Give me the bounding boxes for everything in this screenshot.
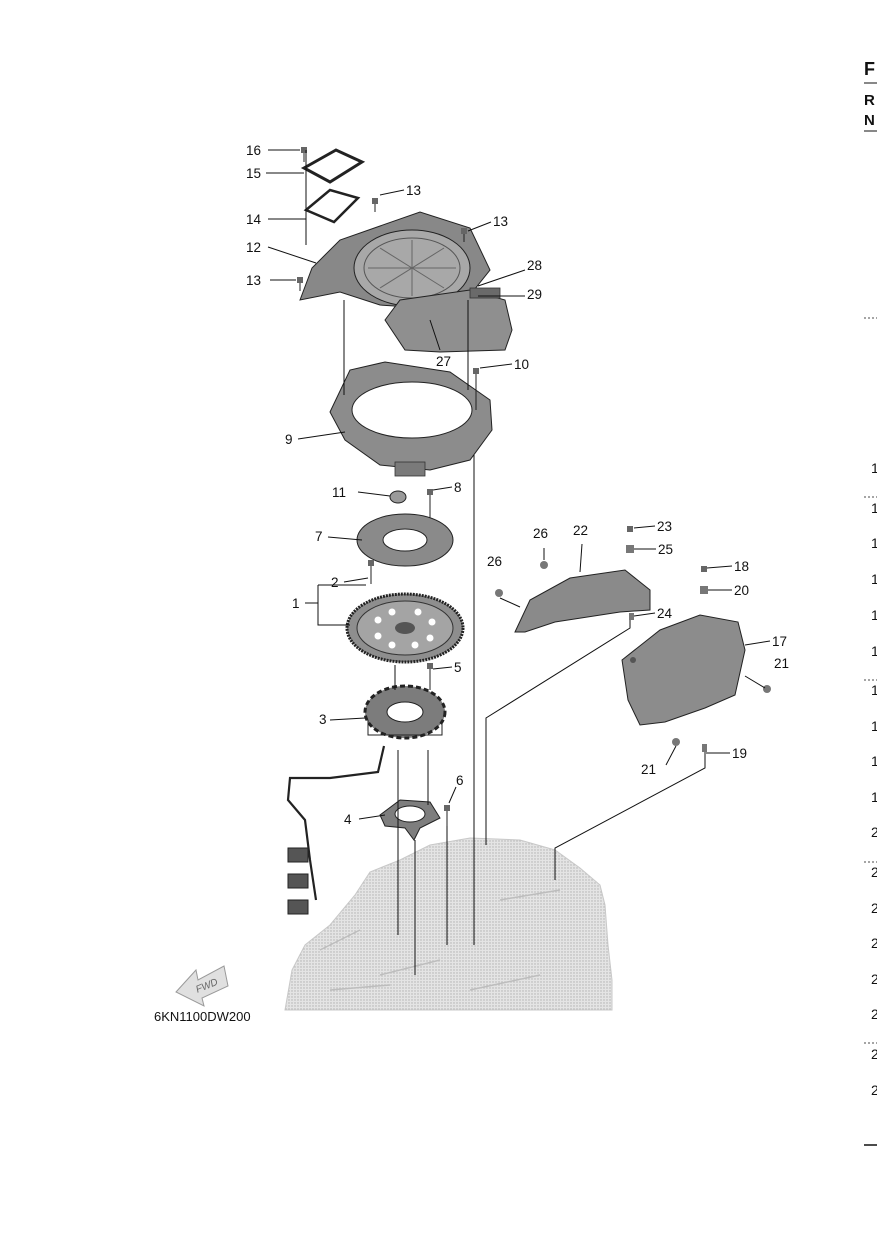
nut-26b xyxy=(495,589,503,597)
bolt-24 xyxy=(629,613,634,620)
edge-row-digit: 1 xyxy=(871,571,877,587)
callout-4: 4 xyxy=(344,812,352,827)
callout-20: 20 xyxy=(734,583,749,598)
label-plate xyxy=(469,287,501,299)
stator xyxy=(363,684,447,740)
bolt-23 xyxy=(627,526,633,532)
bolt-13c xyxy=(297,277,303,291)
edge-row-digit: 2 xyxy=(871,935,877,951)
callout-26-left: 26 xyxy=(487,554,502,569)
nut-25 xyxy=(626,545,634,553)
bolt-2 xyxy=(368,560,374,584)
edge-row-digit: 2 xyxy=(871,1046,877,1062)
callout-24: 24 xyxy=(657,606,673,621)
callout-9: 9 xyxy=(285,432,293,447)
callout-21-bottom: 21 xyxy=(641,762,656,777)
edge-header-letter: N xyxy=(864,112,875,129)
hardware xyxy=(297,147,771,826)
callout-28: 28 xyxy=(527,258,542,273)
edge-row-digit: 1 xyxy=(871,607,877,623)
callout-13-top: 13 xyxy=(406,183,421,198)
flywheel-housing xyxy=(329,361,493,477)
callout-27: 27 xyxy=(436,354,451,369)
gasket-14 xyxy=(303,188,361,224)
edge-row-digit: 2 xyxy=(871,971,877,987)
callout-3: 3 xyxy=(319,712,327,727)
bolt-8 xyxy=(427,489,433,518)
grommet xyxy=(389,490,407,504)
nut-26a xyxy=(540,561,548,569)
diagram-code: 6KN1100DW200 xyxy=(154,1009,251,1024)
engine-block xyxy=(284,837,613,1011)
callout-21-right: 21 xyxy=(774,656,789,671)
callout-2: 2 xyxy=(331,575,339,590)
rotor-plate xyxy=(356,513,454,567)
callout-25: 25 xyxy=(658,542,673,557)
callout-8: 8 xyxy=(454,480,462,495)
callout-16: 16 xyxy=(246,143,261,158)
edge-row-digit: 1 xyxy=(871,753,877,769)
flywheel-assembly xyxy=(345,592,465,664)
callout-7: 7 xyxy=(315,529,323,544)
flywheel-cover xyxy=(299,211,513,353)
bolt-18 xyxy=(701,566,707,572)
edge-row-digit: 2 xyxy=(871,900,877,916)
edge-row-digit: 1 xyxy=(871,789,877,805)
bolt-19 xyxy=(702,744,707,752)
fwd-arrow-icon: FWD xyxy=(175,965,229,1007)
bolt-16 xyxy=(301,147,307,162)
callout-5: 5 xyxy=(454,660,462,675)
edge-row-digit: 1 xyxy=(871,718,877,734)
cover-17 xyxy=(621,614,746,726)
bolt-6 xyxy=(444,805,450,826)
edge-row-digit: 2 xyxy=(871,1082,877,1098)
callout-13-left: 13 xyxy=(246,273,261,288)
pulser-coil xyxy=(379,799,441,841)
callout-10: 10 xyxy=(514,357,529,372)
assembly-lines xyxy=(305,150,706,975)
nut-21a xyxy=(763,685,771,693)
callout-labels: 16 15 14 12 13 13 13 28 29 27 10 9 11 8 … xyxy=(246,143,789,827)
bolt-10 xyxy=(473,368,479,410)
callout-19: 19 xyxy=(732,746,747,761)
cover-guard xyxy=(384,289,513,353)
edge-row-digit: 2 xyxy=(871,864,877,880)
bolt-13b xyxy=(461,228,467,242)
callout-29: 29 xyxy=(527,287,542,302)
callout-17: 17 xyxy=(772,634,787,649)
bolt-5 xyxy=(427,663,433,690)
gasket-15 xyxy=(300,148,366,184)
callout-11: 11 xyxy=(332,485,346,500)
callout-26-top: 26 xyxy=(533,526,548,541)
callout-6: 6 xyxy=(456,773,464,788)
leader-lines xyxy=(266,149,771,820)
edge-header-letter: R xyxy=(864,92,875,109)
callout-12: 12 xyxy=(246,240,261,255)
callout-1: 1 xyxy=(292,596,300,611)
nut-21b xyxy=(672,738,680,746)
callout-13-right: 13 xyxy=(493,214,508,229)
nut-20 xyxy=(700,586,708,594)
edge-row-digit: 2 xyxy=(871,1006,877,1022)
callout-15: 15 xyxy=(246,166,261,181)
edge-row-digit: 1 xyxy=(871,500,877,516)
callout-23: 23 xyxy=(657,519,672,534)
callout-14: 14 xyxy=(246,212,262,227)
edge-row-digit: 1 xyxy=(871,535,877,551)
edge-row-digit: 1 xyxy=(871,682,877,698)
callout-18: 18 xyxy=(734,559,749,574)
callout-22: 22 xyxy=(573,523,588,538)
edge-row-digit: 1 xyxy=(871,460,877,476)
cover-22 xyxy=(514,569,651,633)
right-edge-column: F R N 1 1 1 1 1 1 1 1 1 1 2 2 2 2 2 2 2 … xyxy=(864,59,877,1146)
edge-row-digit: 2 xyxy=(871,824,877,840)
stator-harness xyxy=(286,745,386,915)
edge-row-digit: 1 xyxy=(871,643,877,659)
edge-header-letter: F xyxy=(864,59,875,79)
bolt-13a xyxy=(372,198,378,212)
